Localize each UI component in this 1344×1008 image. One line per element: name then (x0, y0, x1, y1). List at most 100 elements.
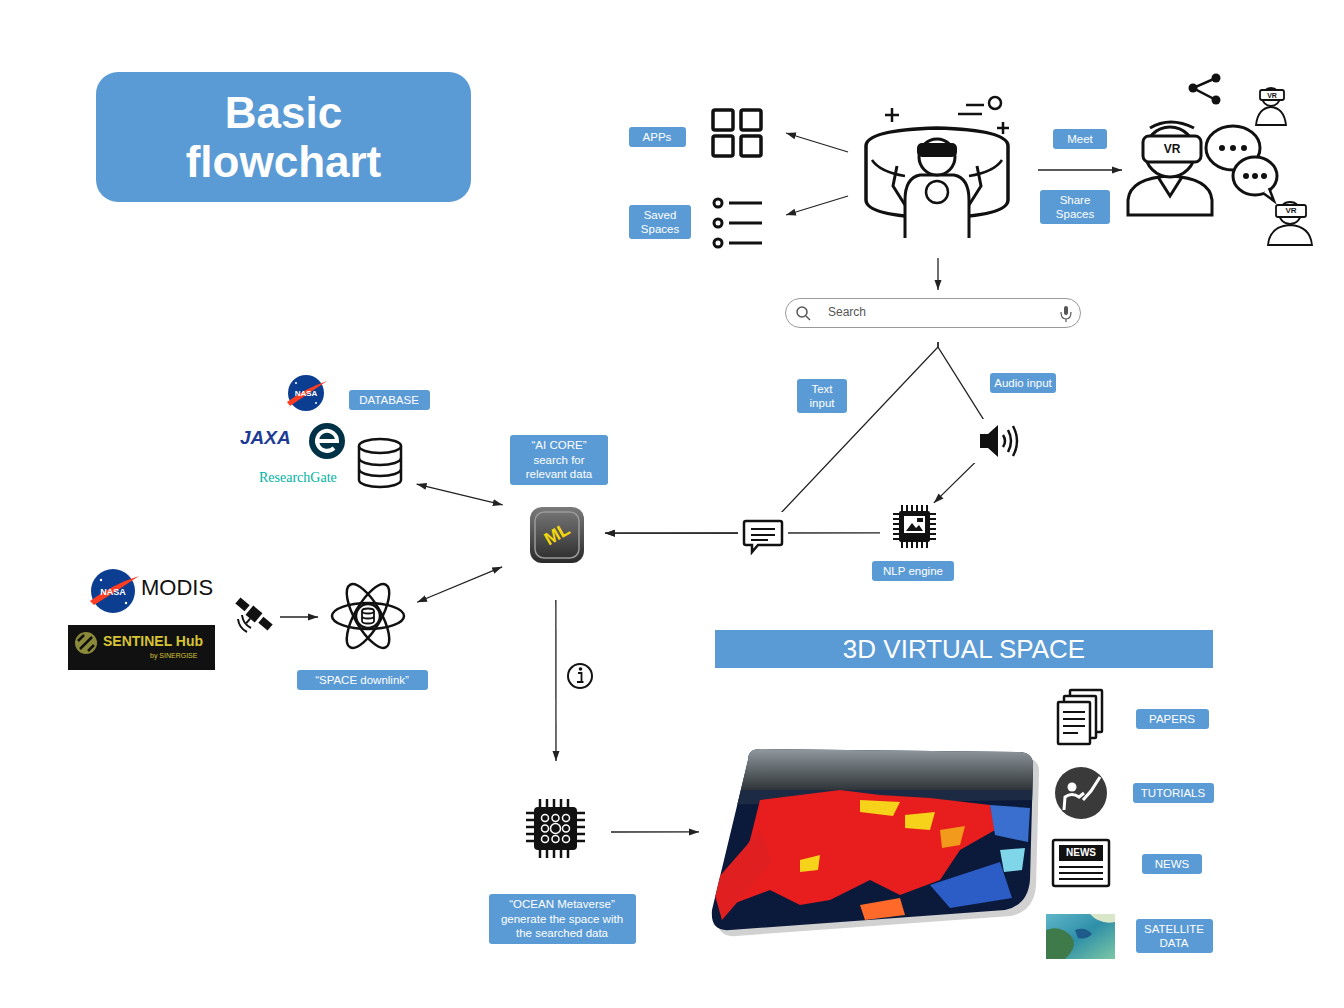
small-vr-person (1268, 225, 1312, 245)
search-icons (806, 316, 810, 320)
share-icon (1212, 74, 1221, 83)
nasa-logo (315, 402, 317, 404)
satellite-icon (230, 596, 274, 637)
label-pill: DATABASE (349, 390, 430, 410)
virtual-space-region: PAPERSTUTORIALSNEWSSATELLITE DATA3D VIRT… (705, 630, 1215, 960)
esa-logo (309, 423, 345, 459)
chat-bubbles-icon (1241, 145, 1247, 151)
chat-bubbles-icon (1243, 173, 1249, 179)
ocean-chip-icon (542, 825, 549, 832)
chat-bubbles-icon (1219, 145, 1225, 151)
icon-node: NLP engine (893, 505, 936, 548)
tutorials-icon (1055, 767, 1107, 819)
info-icon (577, 673, 584, 682)
ocean-3d-image (930, 862, 1012, 908)
vr-avatar-icon (1128, 122, 1212, 215)
nasa-logo (295, 382, 297, 384)
nlp-chip-icon (899, 511, 930, 542)
nasa-logo (125, 602, 127, 604)
database-icon (359, 439, 401, 453)
vr-user-icon (866, 97, 1009, 238)
atom-data-icon (339, 578, 398, 653)
apps-grid-icon (713, 110, 733, 130)
ocean-chip-icon (526, 799, 585, 858)
ocean-chip-icon (542, 815, 549, 822)
chat-bubbles-icon (1206, 126, 1277, 201)
satellite-data-thumbnail (1075, 929, 1092, 939)
share-icon (1189, 74, 1221, 105)
ocean-chip-icon (534, 807, 577, 850)
tutorials-icon (1064, 793, 1084, 810)
satellite-data-thumbnail (1090, 914, 1115, 923)
ocean-3d-image (700, 740, 1040, 940)
ocean-3d-image (700, 740, 1040, 940)
vr-user-arrows (937, 258, 938, 290)
label-pill: SATELLITE DATA (1136, 919, 1213, 954)
sentinel-hub-logo (68, 625, 215, 670)
title-text: Basic flowchart (152, 88, 415, 187)
tutorials-icon (1083, 777, 1100, 800)
icon-node: DATABASE (358, 440, 403, 488)
share-icon (1212, 96, 1221, 105)
vr-avatar-icon (1128, 176, 1212, 215)
nasa-logo (100, 579, 102, 581)
icon-node: Saved Spaces (712, 197, 764, 249)
satellite-icon (246, 606, 263, 623)
ocean-3d-image (1000, 848, 1025, 872)
saved-list-icon (714, 199, 762, 247)
sentinel-hub-logo (68, 625, 215, 670)
logo-text: VR (1164, 143, 1181, 155)
logo-text: ML (541, 520, 573, 549)
logo-text: MODIS (141, 577, 213, 599)
icon-node: “SPACE downlink” (330, 578, 406, 654)
vr-user-arrows (786, 133, 1122, 290)
ocean-3d-image (990, 805, 1030, 842)
atom-data-icon (332, 578, 404, 653)
ocean-chip-icon (542, 815, 570, 843)
downlink-arrow (280, 616, 318, 617)
search-icons (797, 306, 1071, 322)
icon-node: TUTORIALS (1053, 766, 1109, 820)
logo-text: NEWS (1066, 848, 1096, 858)
vr-user-icon (885, 108, 1009, 134)
ocean-3d-image (800, 800, 935, 872)
signal-waves (238, 615, 251, 632)
ml-core-icon (535, 512, 579, 558)
label-pill: “OCEAN Metaverse” generate the space wit… (489, 894, 636, 943)
search-bar: Search (785, 298, 1081, 328)
nlp-chip-icon (893, 505, 936, 548)
atom-data-icon (362, 609, 374, 614)
nasa-logo (91, 569, 135, 613)
small-vr-person (1256, 107, 1286, 125)
nlp-chip-icon (906, 523, 923, 531)
flow-connector (417, 567, 502, 602)
news-icon (1059, 845, 1103, 861)
message-icon (738, 512, 788, 558)
label-pill: APPs (629, 127, 686, 147)
ocean-3d-image (700, 740, 1040, 940)
nasa-logo (287, 375, 327, 411)
logo-text: SENTINEL Hub (103, 634, 203, 648)
label-pill: NLP engine (872, 561, 954, 581)
nasa-logo (90, 576, 139, 605)
nlp-chip-icon (893, 505, 936, 548)
share-icon (1189, 84, 1198, 93)
saved-list-icon (714, 219, 722, 227)
atom-data-icon (356, 604, 380, 628)
ocean-3d-image (940, 826, 965, 848)
ocean-chip-icon (526, 799, 585, 858)
label-pill: Share Spaces (1040, 190, 1110, 225)
vr-user-icon (905, 175, 969, 238)
news-icon (1059, 867, 1103, 879)
label-pill: NEWS (1142, 854, 1202, 874)
message-icon (744, 521, 782, 552)
logo-text: VR (1267, 92, 1277, 99)
apps-grid-icon (741, 136, 761, 156)
label-pill: “SPACE downlink” (297, 670, 428, 690)
ocean-chip-icon (552, 836, 559, 843)
satellite-icon (258, 617, 272, 631)
search-icons (1064, 306, 1068, 315)
logo-text: JAXA (240, 428, 291, 447)
label-pill: TUTORIALS (1133, 783, 1214, 803)
